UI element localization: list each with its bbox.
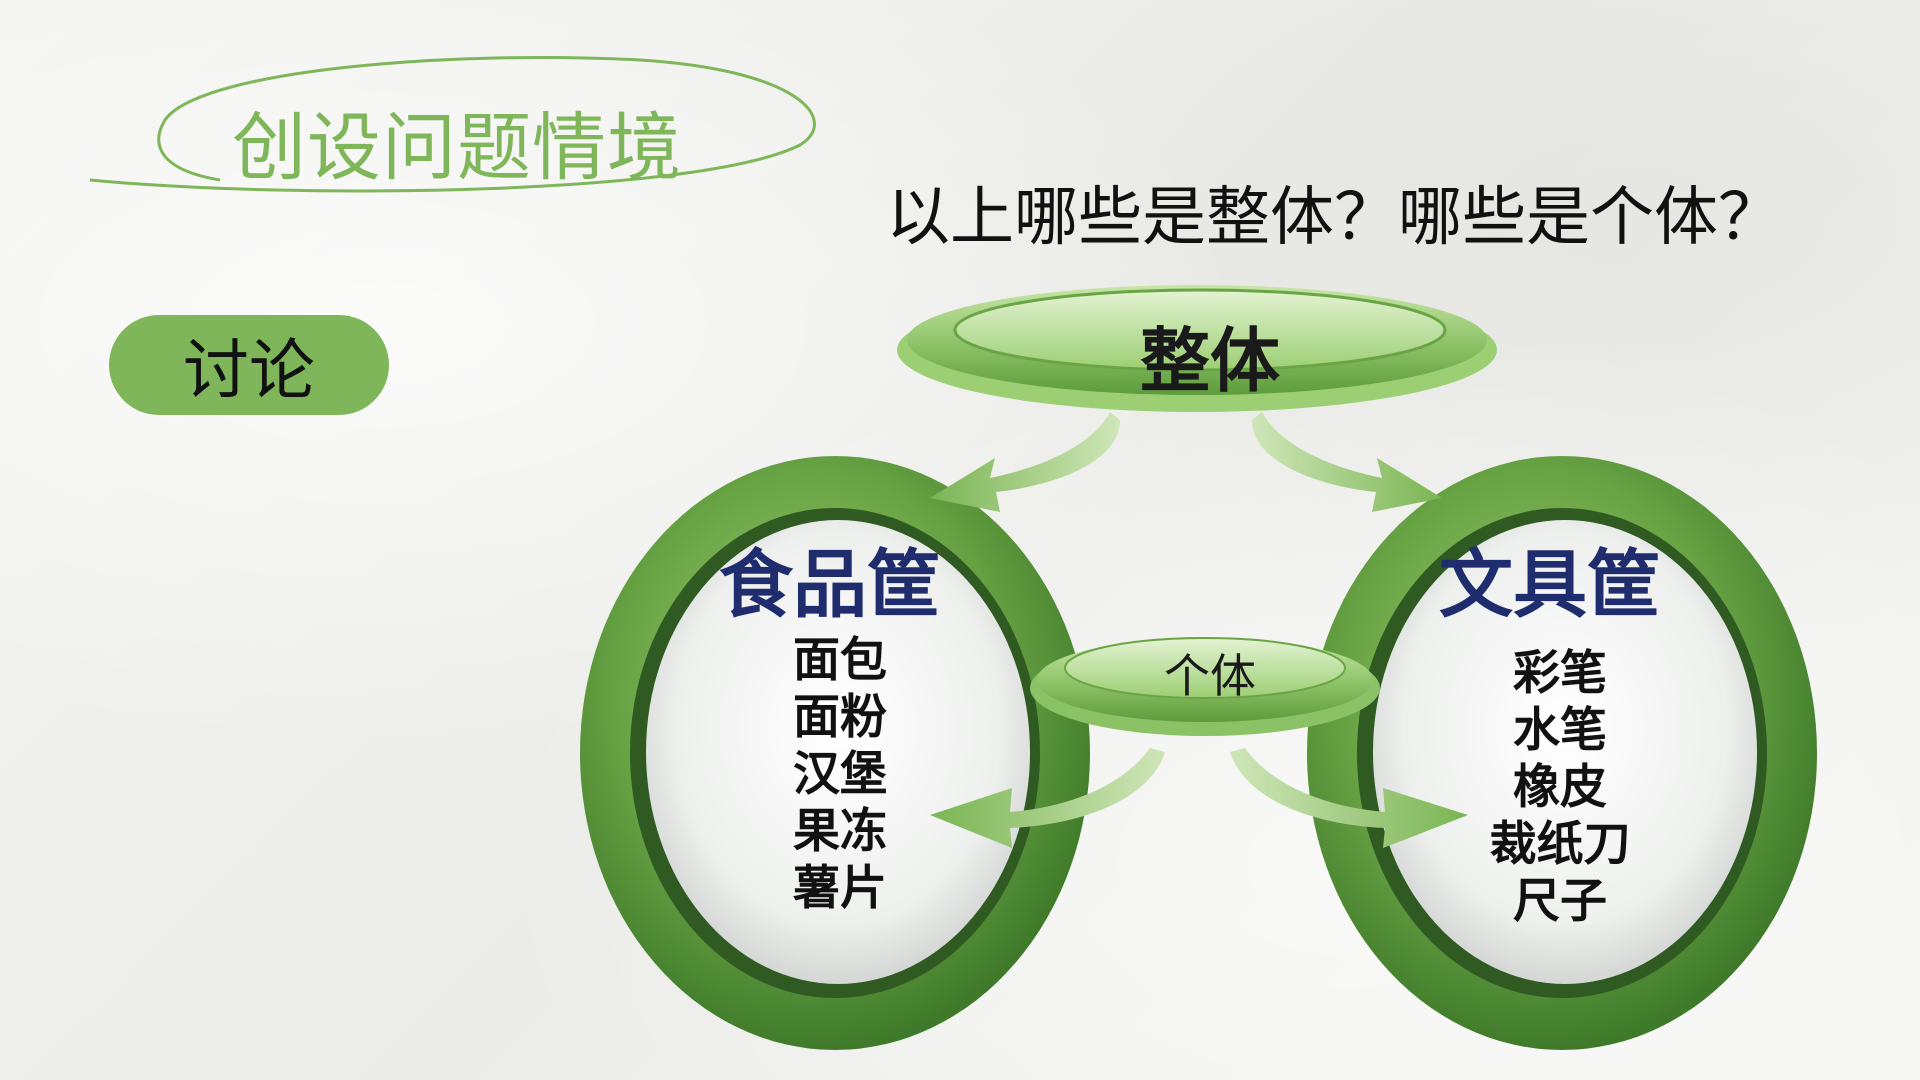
list-item: 橡皮 <box>1513 760 1607 815</box>
list-item: 面包 <box>793 633 887 688</box>
list-item: 汉堡 <box>793 747 887 802</box>
whole-disc <box>897 285 1497 412</box>
discuss-button[interactable]: 讨论 <box>109 315 389 415</box>
question-text: 以上哪些是整体？哪些是个体？ <box>886 181 1782 255</box>
stationery-basket-label: 文具筐 <box>1439 542 1661 628</box>
arrow-to-stationery <box>1252 412 1442 512</box>
arrow-to-food <box>930 412 1120 512</box>
arrow-individual-right <box>1230 748 1468 848</box>
food-item-list: 面包 面粉 汉堡 果冻 薯片 <box>730 632 950 917</box>
list-item: 薯片 <box>793 861 887 916</box>
arrow-individual-left <box>930 748 1165 848</box>
list-item: 面粉 <box>793 690 887 745</box>
slide-title: 创设问题情境 <box>232 105 682 191</box>
stationery-basket-ring <box>1307 456 1817 1050</box>
title-scribble-outline <box>89 56 816 193</box>
individual-disc <box>1030 637 1380 736</box>
food-basket-ring <box>580 456 1090 1050</box>
list-item: 尺子 <box>1513 874 1607 929</box>
individual-label: 个体 <box>1164 649 1256 703</box>
list-item: 彩笔 <box>1513 646 1607 701</box>
stationery-item-list: 彩笔 水笔 橡皮 裁纸刀 尺子 <box>1450 645 1670 930</box>
food-basket-label: 食品筐 <box>719 542 941 628</box>
list-item: 果冻 <box>793 804 887 859</box>
whole-label: 整体 <box>1140 320 1280 402</box>
list-item: 裁纸刀 <box>1489 817 1631 872</box>
list-item: 水笔 <box>1513 703 1607 758</box>
